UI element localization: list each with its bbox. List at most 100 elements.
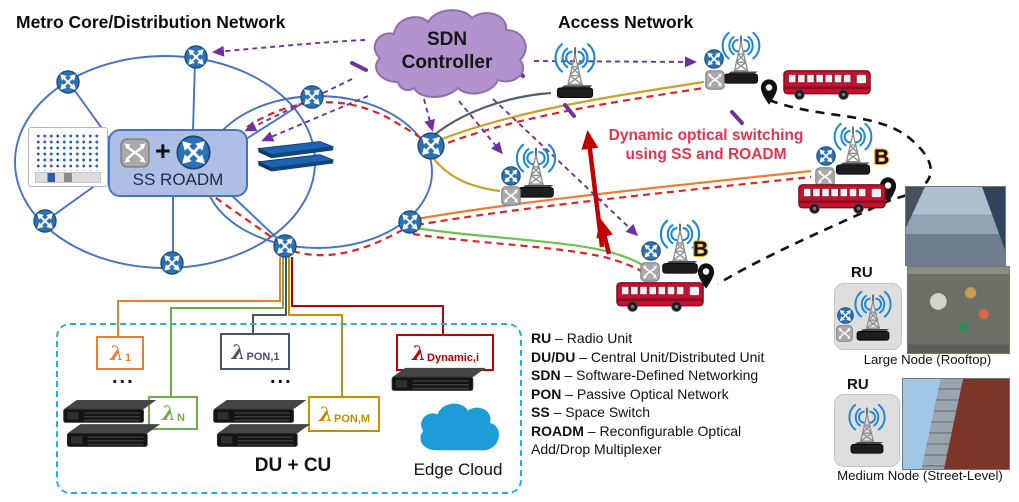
lambda-subscript: 1 <box>124 352 132 364</box>
roadm-node-icon <box>704 49 724 69</box>
sdn-controller-cloud: SDN Controller <box>358 4 536 100</box>
legend-abbr: RU <box>531 330 552 346</box>
bus-icon <box>797 182 887 215</box>
large-node-ru-icon <box>834 283 902 350</box>
lambda-symbol: λ <box>109 341 124 365</box>
space-switch-icon <box>836 325 853 342</box>
sdn-arrow-to-access-node <box>458 100 503 155</box>
sdn-cloud-icon <box>373 9 527 98</box>
lambda1-connector <box>117 257 281 336</box>
annotation-line1: Dynamic optical switching <box>608 127 804 144</box>
slate-fiber-to-antenna <box>432 91 552 137</box>
red-path-metro-bottom <box>292 228 405 257</box>
antenna-tower-icon <box>548 42 602 102</box>
edge-cloud-icon <box>410 398 508 458</box>
legend-abbr: SDN <box>531 367 561 383</box>
antenna-tower-icon <box>843 399 891 461</box>
legend-text: – Passive Optical Network <box>565 385 729 402</box>
legend-text: – Software-Defined Networking <box>564 367 759 383</box>
bus-stop-label: B <box>693 238 709 261</box>
lambda-subscript: PON,M <box>333 413 371 425</box>
red-path-to-rooftop-node <box>436 86 705 149</box>
legend: RU – Radio Unit DU/DU – Central Unit/Dis… <box>531 329 764 459</box>
ellipsis: ... <box>112 366 135 388</box>
lambdaPON1-connector <box>252 257 287 333</box>
legend-line: SS – Space Switch <box>531 403 764 422</box>
legend-line: DU/DU – Central Unit/Distributed Unit <box>531 348 764 367</box>
legend-line: RU – Radio Unit <box>531 329 764 348</box>
gold-fiber-to-access-node <box>431 155 501 193</box>
sdn-arrow-to-switches <box>261 95 369 142</box>
server-stack-icon <box>391 367 487 392</box>
ru-medium-label: RU <box>847 376 869 393</box>
packet-switch-stack-icon <box>257 141 334 172</box>
du-cu-label: DU + CU <box>254 455 332 476</box>
legend-text: – Central Unit/Distributed Unit <box>579 348 765 365</box>
server-stack-icon <box>213 399 311 448</box>
sdn-dash-tick-3 <box>563 103 576 118</box>
legend-abbr: PON <box>531 385 562 402</box>
lambdaPONM-connector <box>288 257 343 396</box>
compute-node-icon <box>28 127 108 187</box>
photo-rooftop-install <box>905 186 1006 266</box>
lambda-symbol: λ <box>318 402 333 426</box>
sdn-cloud-line2: Controller <box>401 52 493 73</box>
server-stack-icon <box>63 399 161 448</box>
bus-route-dashed-path <box>717 98 932 286</box>
roadm-node-icon <box>501 166 521 186</box>
dynamic-switching-annotation: Dynamic optical switching using SS and R… <box>586 126 826 164</box>
green-fiber-to-street-node <box>414 226 647 268</box>
spoke-top <box>192 59 196 132</box>
legend-text: – Reconfigurable Optical <box>587 422 742 439</box>
space-switch-icon <box>640 262 660 282</box>
red-path-metro-lower <box>205 190 278 242</box>
location-pin-icon <box>760 78 778 106</box>
roadm-node-icon <box>184 45 208 69</box>
roadm-node-icon <box>273 234 297 258</box>
ru-large-label: RU <box>851 264 873 281</box>
sdn-dash-tick-4 <box>730 110 744 125</box>
switching-arrow-short <box>596 218 613 255</box>
photo-street-level <box>902 378 1010 470</box>
roadm-node-icon <box>160 251 184 275</box>
roadm-node-icon <box>398 210 422 234</box>
legend-abbr: DU/DU <box>531 348 576 365</box>
legend-text: Add/Drop Multiplexer <box>531 441 662 457</box>
lambda-symbol: λ <box>162 401 177 425</box>
lambda-symbol: λ <box>231 339 246 364</box>
gold-fiber-to-rooftop-node <box>436 80 705 143</box>
roadm-node-icon <box>176 135 211 170</box>
sdn-arrow-to-east-node <box>423 98 435 132</box>
sdn-dash-tick-1 <box>350 61 368 72</box>
legend-text: – Space Switch <box>553 404 651 420</box>
lambda-subscript: PON,1 <box>246 350 280 363</box>
sdn-arrow-to-street-node <box>492 98 639 237</box>
sdn-cloud-label: SDN Controller <box>358 28 536 74</box>
medium-node-ru-icon <box>834 394 900 467</box>
edge-cloud-label: Edge Cloud <box>413 460 503 479</box>
roadm-node-icon <box>837 307 854 324</box>
lambda-symbol: λ <box>412 340 427 365</box>
red-path-to-street-node <box>412 232 644 273</box>
space-switch-icon <box>501 186 521 206</box>
large-node-caption: Large Node (Rooftop) <box>863 352 992 367</box>
roadm-node-icon <box>300 85 324 109</box>
space-switch-icon <box>120 138 150 168</box>
bus-icon <box>616 280 704 313</box>
legend-line: PON – Passive Optical Network <box>531 385 764 404</box>
spoke-upper-right <box>242 98 310 142</box>
roadm-node-icon <box>56 70 80 94</box>
red-path-to-mid-node <box>416 175 812 227</box>
bus-stop-label: B <box>874 146 890 169</box>
ss-roadm-label: SS ROADM <box>132 170 224 189</box>
access-network-title: Access Network <box>558 12 694 32</box>
legend-line: SDN – Software-Defined Networking <box>531 366 764 385</box>
sdn-arrow-to-top-node <box>212 39 366 57</box>
metro-network-title: Metro Core/Distribution Network <box>16 12 286 32</box>
ellipsis: ... <box>270 366 293 388</box>
legend-text: – Radio Unit <box>555 330 633 346</box>
